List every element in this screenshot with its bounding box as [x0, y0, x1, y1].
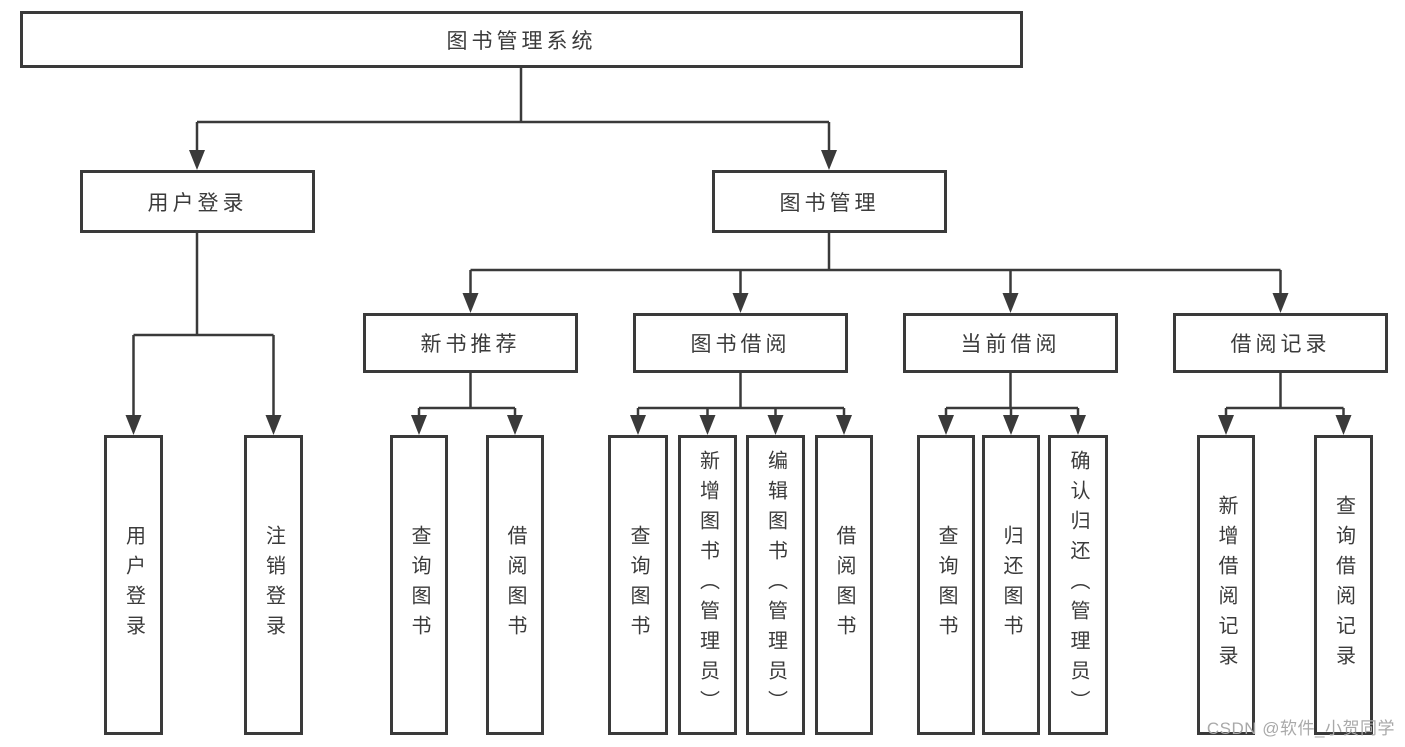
node-label: 归还图书 — [1000, 525, 1022, 645]
node-current-borrowing: 当前借阅 — [903, 313, 1118, 373]
node-book-management: 图书管理 — [712, 170, 947, 233]
node-label: 新增借阅记录 — [1215, 495, 1237, 675]
node-label: 新书推荐 — [420, 333, 521, 356]
node-label: 借阅图书 — [504, 525, 526, 645]
node-label: 注销登录 — [262, 525, 285, 645]
leaf-edit-book-admin: 编辑图书（管理员） — [746, 435, 805, 735]
node-label: 用户登录 — [122, 525, 145, 645]
leaf-user-login: 用户登录 — [104, 435, 163, 735]
node-borrowing-records: 借阅记录 — [1173, 313, 1388, 373]
node-book-borrowing: 图书借阅 — [633, 313, 848, 373]
leaf-query-borrow-record: 查询借阅记录 — [1314, 435, 1373, 735]
leaf-borrow-books-borrowing: 借阅图书 — [815, 435, 873, 735]
node-user-login: 用户登录 — [80, 170, 315, 233]
leaf-logout: 注销登录 — [244, 435, 303, 735]
node-label: 用户登录 — [147, 191, 248, 215]
node-label: 图书管理 — [779, 191, 880, 215]
node-label: 查询图书 — [627, 525, 649, 645]
node-new-book-recommendation: 新书推荐 — [363, 313, 578, 373]
leaf-confirm-return-admin: 确认归还（管理员） — [1048, 435, 1108, 735]
node-label: 借阅记录 — [1230, 333, 1331, 356]
node-label: 图书管理系统 — [446, 29, 597, 53]
leaf-add-borrow-record: 新增借阅记录 — [1197, 435, 1255, 735]
node-label: 当前借阅 — [960, 333, 1061, 356]
node-label: 图书借阅 — [690, 333, 791, 356]
node-label: 编辑图书（管理员） — [764, 450, 787, 720]
leaf-add-book-admin: 新增图书（管理员） — [678, 435, 737, 735]
leaf-query-books-current: 查询图书 — [917, 435, 975, 735]
node-label: 确认归还（管理员） — [1067, 450, 1089, 720]
node-label: 借阅图书 — [833, 525, 855, 645]
csdn-watermark: CSDN @软件_小贺同学 — [1206, 719, 1395, 738]
leaf-query-books-recommend: 查询图书 — [390, 435, 448, 735]
leaf-query-books-borrowing: 查询图书 — [608, 435, 668, 735]
leaf-return-book: 归还图书 — [982, 435, 1040, 735]
node-label: 查询图书 — [935, 525, 957, 645]
node-label: 新增图书（管理员） — [696, 450, 719, 720]
node-label: 查询借阅记录 — [1332, 495, 1355, 675]
leaf-borrow-books-recommend: 借阅图书 — [486, 435, 544, 735]
node-library-management-system: 图书管理系统 — [20, 11, 1023, 68]
node-label: 查询图书 — [408, 525, 430, 645]
